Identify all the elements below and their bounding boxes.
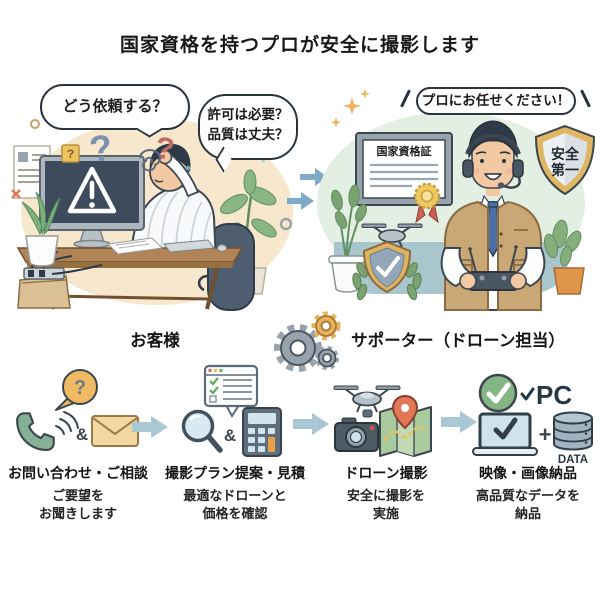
speech-bubble-text: どう依頼する？ xyxy=(62,98,168,115)
drone-icon xyxy=(361,223,423,248)
speech-bubble-line1: 許可は必要？ xyxy=(207,107,289,122)
ring-deco xyxy=(279,217,293,231)
rosette-icon xyxy=(413,182,441,224)
question-bubble-icon: ? xyxy=(55,369,98,411)
gear-orange-icon xyxy=(311,311,341,341)
certificate-icon: 国家資格証 xyxy=(355,132,453,224)
step-shoot-title: ドローン撮影 xyxy=(344,465,428,481)
step-delivery-title: 映像・画像納品 xyxy=(479,465,577,481)
step-arrow-3 xyxy=(441,411,477,433)
supporter-person xyxy=(440,120,546,311)
gear-small-icon xyxy=(315,346,339,370)
potted-plant-left xyxy=(328,184,368,293)
supporter-illustration: 国家資格証 安全 第一 xyxy=(317,89,596,311)
step-plan-desc: 最適なドローンと 価格を確認 xyxy=(183,488,287,521)
question-mark-box: ? xyxy=(67,147,74,161)
step-plan-icons: & xyxy=(160,364,310,462)
power-strip-icon xyxy=(23,251,103,280)
step-inquiry-icons: ? & xyxy=(4,366,152,462)
step-delivery: PC + DATA 映像・画像納品 高品質なデー xyxy=(458,366,598,522)
pro-callout: プロにお任せください！ xyxy=(416,87,576,115)
ring-deco-small xyxy=(30,119,40,129)
customer-scene: ? ? ? どう依頼する？ 許可は必要？ 品質は丈夫？ xyxy=(11,84,298,311)
step-inquiry: ? & お問い合わせ・ご相談 ご要望を お聞きします xyxy=(4,366,152,522)
speech-bubble-how-to-request: どう依頼する？ xyxy=(40,84,190,138)
database-icon xyxy=(553,411,593,451)
step-delivery-icons: PC + DATA xyxy=(458,366,598,466)
speech-bubble-line2: 品質は丈夫？ xyxy=(207,127,289,143)
step-shoot-icons xyxy=(318,366,454,462)
step-inquiry-title: お問い合わせ・ご相談 xyxy=(8,465,148,481)
calculator-icon xyxy=(242,407,282,457)
ampersand: & xyxy=(76,425,88,444)
camera-icon xyxy=(334,417,379,452)
drone-small-icon xyxy=(333,385,401,418)
speech-bubble-permission-quality: 許可は必要？ 品質は丈夫？ xyxy=(198,94,298,173)
question-mark-blue: ? xyxy=(87,127,115,171)
swirl-doodle xyxy=(139,149,161,172)
shield-text-line1: 安全 xyxy=(551,146,580,162)
customer-label: お客様 xyxy=(130,332,180,350)
gear-large-icon xyxy=(274,324,322,372)
phone-icon xyxy=(16,412,55,452)
step-delivery-desc: 高品質なデータを 納品 xyxy=(475,488,580,521)
potted-plant-right xyxy=(543,219,585,295)
location-pin-icon xyxy=(391,394,419,430)
page-title: 国家資格を持つプロが安全に撮影します xyxy=(119,35,480,56)
gears-icon xyxy=(274,311,341,372)
pc-check-icon: PC xyxy=(520,380,572,410)
supporter-label: サポーター（ドローン担当） xyxy=(351,332,565,350)
shield-text-line2: 第一 xyxy=(551,162,579,178)
magnifier-icon xyxy=(181,409,223,453)
step-arrow-1 xyxy=(132,416,168,438)
cardboard-box xyxy=(17,275,71,309)
desk xyxy=(16,247,244,310)
plus-sign: + xyxy=(539,422,552,447)
ampersand: & xyxy=(224,426,236,445)
step-arrow-2 xyxy=(293,413,329,435)
certified-emblem-icon xyxy=(352,240,422,301)
keyboard-icon xyxy=(163,239,227,253)
signal-waves-icon xyxy=(55,411,79,435)
supporter-scene: 国家資格証 安全 第一 xyxy=(310,84,600,311)
step-shoot-desc: 安全に撮影を 実施 xyxy=(346,488,425,521)
step-inquiry-desc: ご要望を お聞きします xyxy=(38,488,117,521)
certificate-title: 国家資格証 xyxy=(377,144,432,158)
arrow-right-icon xyxy=(287,192,314,210)
data-label: DATA xyxy=(558,454,588,466)
safety-shield-icon: 安全 第一 xyxy=(534,124,596,196)
step-plan-title: 撮影プラン提案・見積 xyxy=(165,465,305,481)
laptop-icon xyxy=(472,412,538,456)
headset-icon xyxy=(462,133,524,189)
sparkle-icon xyxy=(331,89,370,128)
monitor-warning-icon xyxy=(39,155,145,249)
cross-deco xyxy=(11,189,21,199)
step-drone-shoot: ドローン撮影 安全に撮影を 実施 xyxy=(318,366,454,522)
pro-callout-text: プロにお任せください！ xyxy=(421,93,571,108)
step-plan-estimate: & 撮影プラン提案・見積 最適なドローンと 価格を確認 xyxy=(160,364,310,522)
pc-label: PC xyxy=(536,380,572,410)
plant-small-icon xyxy=(21,191,61,267)
drone-controller-icon xyxy=(465,245,521,291)
checklist-window-icon xyxy=(203,364,259,418)
svg-text:?: ? xyxy=(74,377,86,399)
check-circle-icon xyxy=(478,373,518,413)
paper-on-desk xyxy=(106,237,164,255)
